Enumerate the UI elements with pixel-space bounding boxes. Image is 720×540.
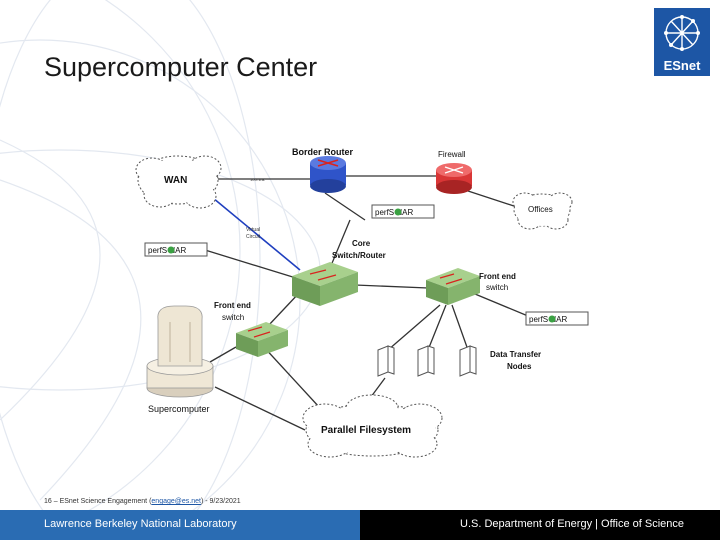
virtual-circuit-link xyxy=(206,192,301,271)
front-end-switch-left-icon xyxy=(236,322,288,357)
perfsonar-box-left: perfS NAR xyxy=(144,242,208,257)
filesystem-label: Parallel Filesystem xyxy=(321,425,411,436)
front-end-switch-left-label-1: Front end xyxy=(214,301,251,310)
front-end-switch-right-icon xyxy=(426,268,480,305)
perfsonar-box-right: perfS NAR xyxy=(525,311,589,326)
virtual-circuit-label-2: Circuit xyxy=(246,234,261,240)
data-transfer-nodes-label-2: Nodes xyxy=(507,362,532,371)
core-switch-label-1: Core xyxy=(352,239,371,248)
core-switch-label-2: Switch/Router xyxy=(332,251,386,260)
core-to-frontend-left-link xyxy=(267,291,301,327)
svg-text:perfS NAR: perfS NAR xyxy=(148,246,186,255)
core-to-frontend-right-link xyxy=(354,284,429,289)
perfsonar-dot-icon xyxy=(394,208,402,216)
footer-left: Lawrence Berkeley National Laboratory xyxy=(0,510,360,540)
data-transfer-nodes-label-1: Data Transfer xyxy=(490,350,541,359)
slide-title: Supercomputer Center xyxy=(44,52,318,82)
globe-icon xyxy=(664,15,700,51)
frontend-to-dtn3-link xyxy=(451,304,469,351)
frontend-to-filesystem-link xyxy=(261,344,321,409)
svg-text:perfS NAR: perfS NAR xyxy=(529,315,567,324)
border-router-icon xyxy=(310,156,346,193)
supercomputer-label: Supercomputer xyxy=(148,404,210,414)
core-switch-icon xyxy=(292,262,358,306)
supercomputer-to-filesystem-link xyxy=(214,386,306,431)
firewall-label: Firewall xyxy=(438,150,466,159)
border-router-label: Border Router xyxy=(292,147,354,157)
logo-text: ESnet xyxy=(663,58,701,73)
wan-link-label: 10G link xyxy=(250,177,265,182)
front-end-switch-left-label-2: switch xyxy=(222,313,244,322)
footer-right: U.S. Department of Energy | Office of Sc… xyxy=(360,510,720,540)
footnote: 16 – ESnet Science Engagement (engage@es… xyxy=(44,498,241,505)
footer-right-text: U.S. Department of Energy | Office of Sc… xyxy=(460,518,684,530)
frontend-to-dtn2-link xyxy=(427,304,447,351)
esnet-logo: ESnet xyxy=(654,8,710,76)
perfsonar-to-core-link xyxy=(204,249,297,279)
footer-bar: Lawrence Berkeley National Laboratory U.… xyxy=(0,510,720,540)
perfsonar-dot-icon xyxy=(548,315,556,323)
wan-label: WAN xyxy=(164,175,187,186)
firewall-icon xyxy=(436,163,472,194)
frontend-to-perfsonar-link xyxy=(474,293,529,317)
footnote-email-link[interactable]: engage@es.net xyxy=(151,498,201,505)
border-to-perfsonar-link xyxy=(324,192,366,221)
supercomputer-icon xyxy=(146,305,214,398)
front-end-switch-right-label-1: Front end xyxy=(479,272,516,281)
frontend-to-dtn1-link xyxy=(387,304,441,351)
front-end-switch-right-label-2: switch xyxy=(486,283,508,292)
footnote-suffix: ) - 9/23/2021 xyxy=(200,498,241,505)
svg-text:perfS NAR: perfS NAR xyxy=(375,208,413,217)
perfsonar-box-top: perfS NAR xyxy=(371,204,435,219)
border-to-core-link xyxy=(329,219,351,269)
virtual-circuit-label-1: Virtual xyxy=(246,227,260,233)
data-transfer-node-icon xyxy=(377,345,477,377)
frontend-to-supercomputer-link xyxy=(209,346,237,363)
firewall-to-offices-link xyxy=(464,189,521,209)
offices-label: Offices xyxy=(528,205,553,214)
footer-left-text: Lawrence Berkeley National Laboratory xyxy=(44,518,237,530)
footnote-prefix: 16 – ESnet Science Engagement ( xyxy=(44,498,152,505)
perfsonar-dot-icon xyxy=(167,246,175,254)
